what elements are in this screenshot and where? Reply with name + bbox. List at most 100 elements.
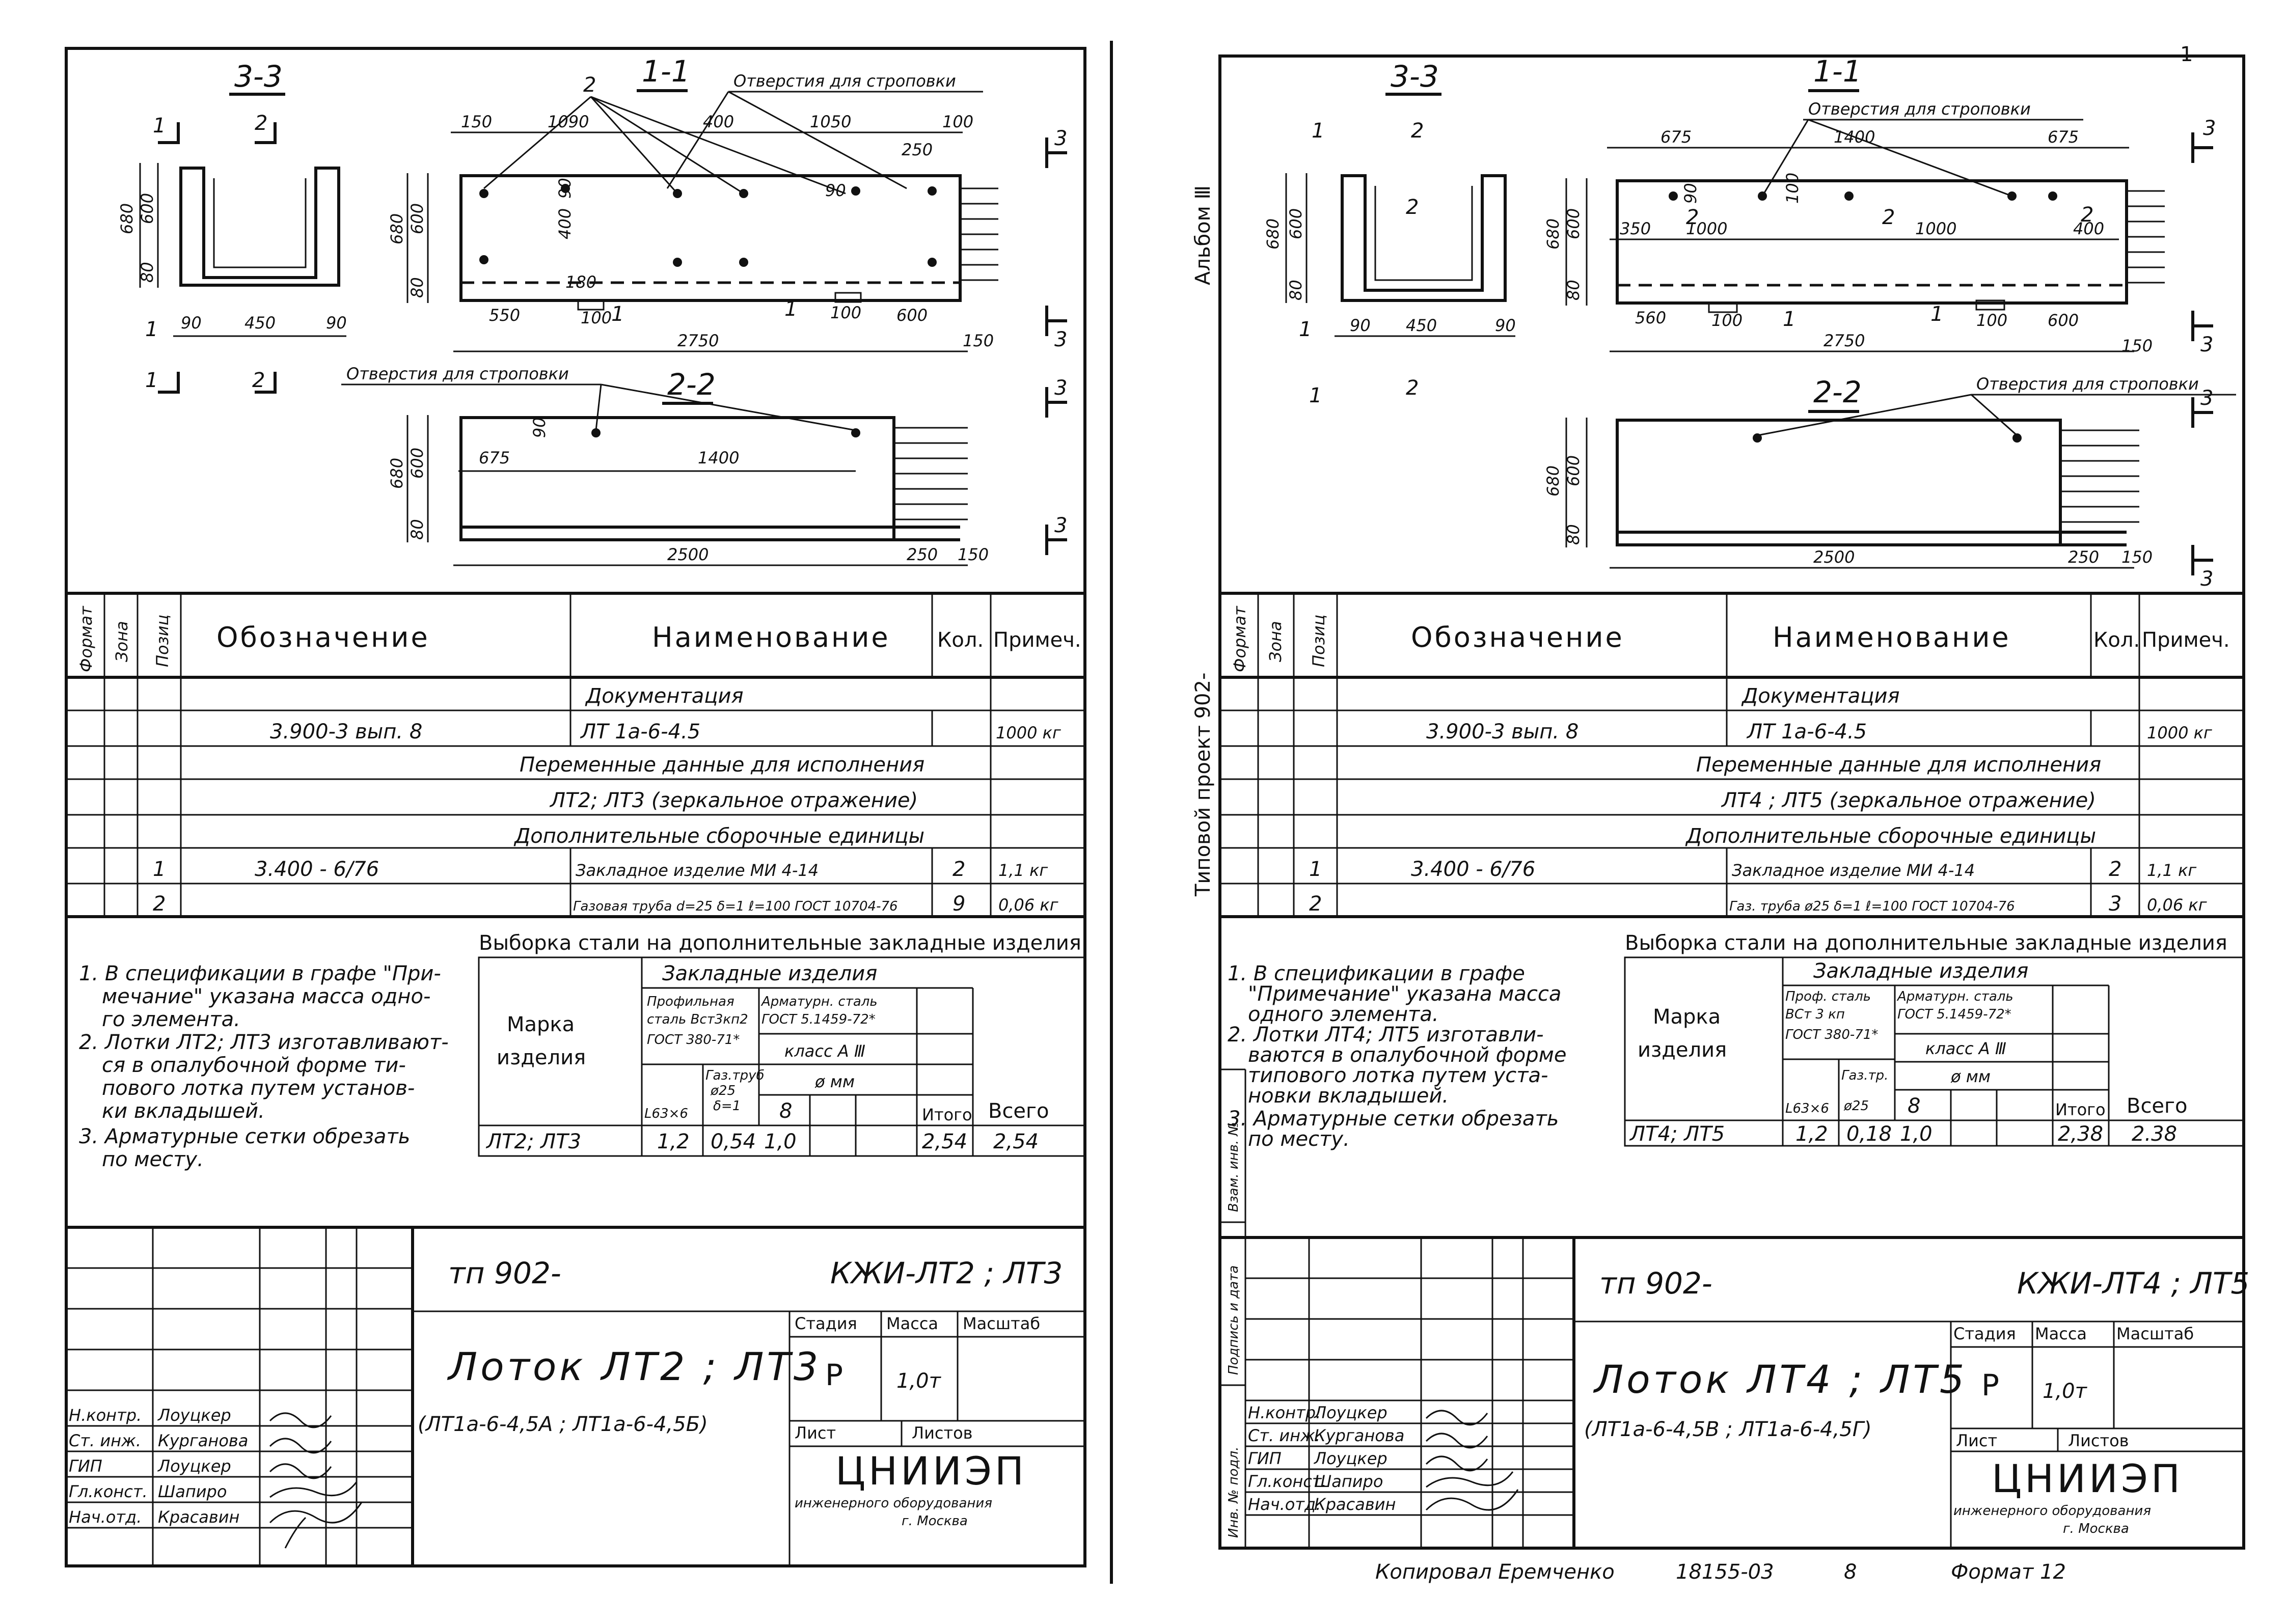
svg-text:Обозначение: Обозначение bbox=[216, 621, 430, 653]
svg-text:Закладное изделие МИ 4-14: Закладное изделие МИ 4-14 bbox=[576, 861, 819, 880]
svg-text:ЛТ 1а-6-4.5: ЛТ 1а-6-4.5 bbox=[580, 720, 700, 744]
svg-text:Н.контр.: Н.контр. bbox=[1248, 1403, 1321, 1422]
svg-text:Лист: Лист bbox=[1956, 1431, 1997, 1450]
svg-text:1,1 кг: 1,1 кг bbox=[2147, 861, 2196, 880]
svg-text:100: 100 bbox=[1783, 173, 1802, 204]
svg-text:100: 100 bbox=[581, 308, 612, 327]
section-2-2-label: 2-2 bbox=[667, 367, 716, 402]
right-side-stamp: Инв. № подл. Подпись и дата Взам. инв. № bbox=[1220, 1068, 1246, 1548]
svg-text:2,54: 2,54 bbox=[993, 1130, 1039, 1153]
right-spec-table: Формат Зона Позиц Обозначение Наименован… bbox=[1220, 593, 2244, 918]
svg-text:2: 2 bbox=[1686, 206, 1699, 229]
svg-text:90: 90 bbox=[1350, 316, 1371, 335]
svg-text:Итого: Итого bbox=[922, 1105, 972, 1124]
right-section-1-1-label: 1-1 bbox=[1813, 54, 1862, 89]
svg-text:ваются в опалубочной форме: ваются в опалубочной форме bbox=[1248, 1043, 1566, 1067]
svg-text:Листов: Листов bbox=[912, 1423, 973, 1443]
svg-text:1: 1 bbox=[1930, 302, 1943, 326]
svg-text:90: 90 bbox=[181, 313, 202, 333]
left-notes: 1. В спецификации в графе "При- мечание"… bbox=[79, 962, 449, 1171]
svg-text:(ЛТ1а-6-4,5В ; ЛТ1а-6-4,5Г): (ЛТ1а-6-4,5В ; ЛТ1а-6-4,5Г) bbox=[1584, 1418, 1872, 1441]
svg-text:Красавин: Красавин bbox=[158, 1507, 239, 1527]
svg-text:Закладное изделие МИ 4-14: Закладное изделие МИ 4-14 bbox=[1732, 861, 1975, 880]
svg-text:150: 150 bbox=[2121, 547, 2153, 567]
svg-text:1050: 1050 bbox=[810, 112, 851, 131]
svg-text:680: 680 bbox=[1263, 218, 1283, 250]
svg-text:Закладные изделия: Закладные изделия bbox=[1813, 959, 2028, 983]
svg-text:класс А Ⅲ: класс А Ⅲ bbox=[784, 1041, 865, 1061]
svg-text:Р: Р bbox=[1981, 1368, 1999, 1402]
svg-text:560: 560 bbox=[1635, 308, 1666, 327]
svg-text:ГОСТ 5.1459-72*: ГОСТ 5.1459-72* bbox=[1897, 1007, 2011, 1022]
svg-text:ЦНИИЭП: ЦНИИЭП bbox=[835, 1448, 1027, 1494]
svg-text:100: 100 bbox=[942, 112, 973, 131]
right-title-block: тп 902- КЖИ-ЛТ4 ; ЛТ5 Лоток ЛТ4 ; ЛТ5 (Л… bbox=[1220, 1236, 2249, 1548]
svg-text:3.400 - 6/76: 3.400 - 6/76 bbox=[1411, 858, 1535, 881]
svg-text:Шапиро: Шапиро bbox=[158, 1482, 227, 1501]
svg-text:Проф. сталь: Проф. сталь bbox=[1785, 989, 1871, 1004]
svg-text:Ст. инж.: Ст. инж. bbox=[69, 1431, 141, 1450]
svg-text:1: 1 bbox=[1312, 119, 1324, 143]
svg-text:3: 3 bbox=[1054, 328, 1067, 351]
svg-text:90: 90 bbox=[555, 178, 575, 199]
svg-text:ø25: ø25 bbox=[1843, 1098, 1869, 1114]
svg-text:550: 550 bbox=[489, 306, 520, 325]
svg-text:2: 2 bbox=[1882, 206, 1895, 229]
svg-text:3. Арматурные сетки обрезать: 3. Арматурные сетки обрезать bbox=[79, 1125, 410, 1148]
svg-text:90: 90 bbox=[1681, 183, 1700, 204]
svg-text:8: 8 bbox=[779, 1099, 792, 1123]
svg-text:Всего: Всего bbox=[988, 1099, 1049, 1123]
svg-text:Масштаб: Масштаб bbox=[2116, 1324, 2194, 1343]
svg-text:680: 680 bbox=[387, 213, 406, 244]
svg-text:ЛТ2; ЛТ3: ЛТ2; ЛТ3 bbox=[485, 1130, 581, 1153]
svg-text:1000 кг: 1000 кг bbox=[2147, 723, 2212, 742]
svg-text:ЛТ4; ЛТ5: ЛТ4; ЛТ5 bbox=[1629, 1122, 1725, 1146]
svg-text:1,0: 1,0 bbox=[764, 1130, 797, 1153]
svg-text:КЖИ-ЛТ2 ; ЛТ3: КЖИ-ЛТ2 ; ЛТ3 bbox=[830, 1256, 1063, 1290]
svg-text:3: 3 bbox=[2200, 387, 2213, 410]
svg-text:Стадия: Стадия bbox=[1953, 1324, 2016, 1343]
svg-text:ГИП: ГИП bbox=[69, 1456, 102, 1476]
svg-text:Наименование: Наименование bbox=[1773, 621, 2011, 653]
svg-text:изделия: изделия bbox=[1638, 1038, 1727, 1062]
lifting-holes-label-2: Отверстия для строповки bbox=[346, 364, 569, 383]
svg-text:Взам. инв. №: Взам. инв. № bbox=[1226, 1122, 1241, 1212]
svg-text:по месту.: по месту. bbox=[1248, 1127, 1350, 1151]
svg-text:Н.контр.: Н.контр. bbox=[69, 1406, 142, 1425]
svg-text:Переменные данные для исполнен: Переменные данные для исполнения bbox=[1696, 753, 2101, 777]
svg-text:Масса: Масса bbox=[2035, 1324, 2087, 1343]
svg-text:Формат: Формат bbox=[1230, 605, 1249, 672]
svg-text:Лоток ЛТ4 ; ЛТ5: Лоток ЛТ4 ; ЛТ5 bbox=[1593, 1357, 1967, 1402]
svg-text:г. Москва: г. Москва bbox=[2063, 1521, 2129, 1536]
svg-text:Переменные данные для исполнен: Переменные данные для исполнения bbox=[520, 753, 924, 777]
svg-text:675: 675 bbox=[1661, 127, 1692, 147]
svg-text:150: 150 bbox=[963, 331, 994, 350]
svg-text:Арматурн. сталь: Арматурн. сталь bbox=[1896, 989, 2013, 1004]
right-sheet: 1 Альбом Ⅲ Типовой проект 902- 3-3 680 6… bbox=[1191, 43, 2249, 1584]
svg-text:Красавин: Красавин bbox=[1314, 1495, 1396, 1514]
svg-text:Закладные изделия: Закладные изделия bbox=[662, 962, 877, 985]
svg-text:ГОСТ 380-71*: ГОСТ 380-71* bbox=[1785, 1027, 1878, 1042]
left-spec-table: Формат Зона Позиц Обозначение Наименован… bbox=[66, 593, 1085, 918]
svg-text:8: 8 bbox=[1908, 1094, 1920, 1118]
svg-text:Арматурн. сталь: Арматурн. сталь bbox=[760, 994, 878, 1009]
svg-text:2: 2 bbox=[1309, 892, 1322, 916]
svg-text:Газовая труба d=25 δ=1 ℓ=100 Г: Газовая труба d=25 δ=1 ℓ=100 ГОСТ 10704-… bbox=[573, 899, 898, 914]
svg-text:1: 1 bbox=[1783, 308, 1795, 331]
svg-text:3: 3 bbox=[2200, 333, 2213, 356]
left-steel-table: Выборка стали на дополнительные закладны… bbox=[478, 931, 1086, 1157]
svg-text:Зона: Зона bbox=[1266, 621, 1285, 662]
svg-text:3.900-3 вып. 8: 3.900-3 вып. 8 bbox=[1426, 720, 1579, 744]
svg-text:2500: 2500 bbox=[1813, 547, 1855, 567]
svg-text:пового лотка путем установ-: пового лотка путем установ- bbox=[102, 1077, 415, 1100]
svg-text:2: 2 bbox=[255, 112, 267, 135]
svg-text:Газ. труба ø25 δ=1 ℓ=100 ГОСТ: Газ. труба ø25 δ=1 ℓ=100 ГОСТ 10704-76 bbox=[1729, 899, 2015, 914]
svg-text:Марка: Марка bbox=[507, 1013, 575, 1036]
svg-text:1,0т: 1,0т bbox=[2043, 1380, 2088, 1403]
copied-by: Копировал Еремченко bbox=[1375, 1560, 1615, 1584]
right-lifting-holes-label: Отверстия для строповки bbox=[1808, 99, 2031, 119]
svg-text:3: 3 bbox=[2109, 892, 2121, 916]
svg-text:0,06 кг: 0,06 кг bbox=[998, 895, 1058, 915]
svg-text:Ст. инж.: Ст. инж. bbox=[1248, 1426, 1320, 1445]
